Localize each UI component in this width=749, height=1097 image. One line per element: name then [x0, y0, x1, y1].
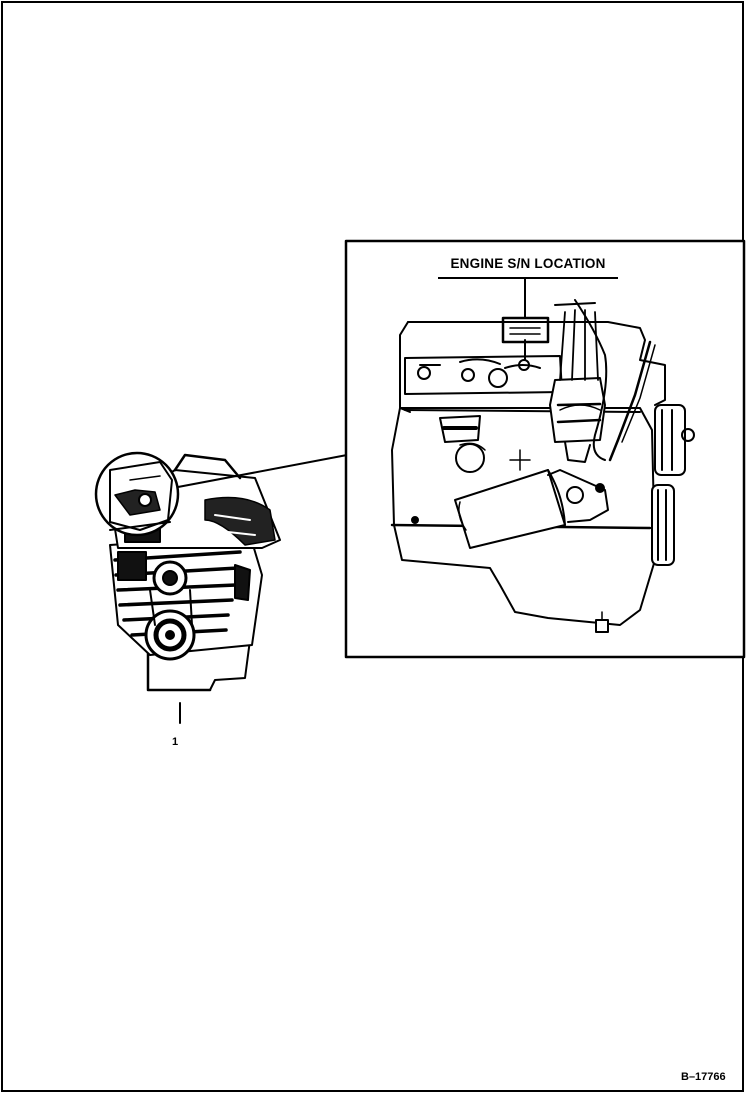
engine-detail	[390, 278, 695, 633]
engine-overview	[94, 451, 348, 724]
figure-id: B–17766	[681, 1071, 726, 1083]
item-number-label: 1	[172, 736, 179, 748]
callout-title-underline	[438, 277, 618, 279]
callout-title: ENGINE S/N LOCATION	[450, 256, 606, 271]
